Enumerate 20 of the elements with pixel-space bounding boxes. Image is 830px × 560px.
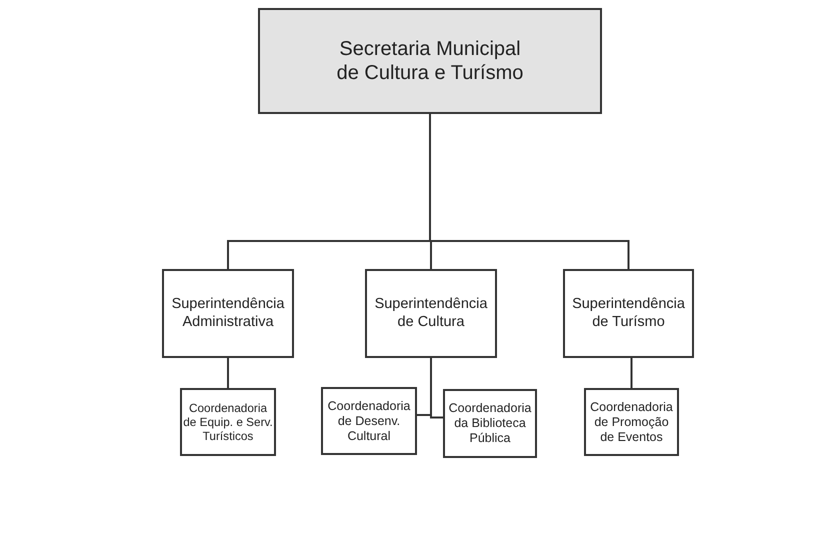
connector-line bbox=[430, 358, 443, 418]
unit-name: Superintendência de Cultura bbox=[374, 296, 488, 331]
org-unit-box bbox=[365, 269, 497, 358]
unit-name: Coordenadoria de Desenv. Cultural bbox=[326, 398, 412, 444]
org-unit-box bbox=[443, 389, 537, 458]
unit-name: Coordenadoria de Equip. e Serv. Turísticos bbox=[183, 400, 273, 444]
org-unit-box bbox=[563, 269, 694, 358]
org-unit-box bbox=[162, 269, 294, 358]
unit-name: Coordenadoria da Biblioteca Pública bbox=[448, 401, 532, 446]
connector-line bbox=[429, 114, 630, 269]
connector-line bbox=[630, 358, 632, 388]
connector-line bbox=[227, 358, 229, 388]
org-unit-box bbox=[321, 387, 417, 455]
unit-name: Coordenadoria de Promoção de Eventos bbox=[589, 400, 674, 444]
org-unit-box bbox=[584, 388, 679, 456]
org-unit-box bbox=[258, 8, 602, 114]
org-unit-box bbox=[180, 388, 276, 456]
unit-name: Secretaria Municipal de Cultura e Turísmo bbox=[336, 37, 524, 85]
unit-name: Superintendência de Turísmo bbox=[572, 296, 685, 331]
unit-name: Superintendência Administrativa bbox=[170, 296, 286, 331]
